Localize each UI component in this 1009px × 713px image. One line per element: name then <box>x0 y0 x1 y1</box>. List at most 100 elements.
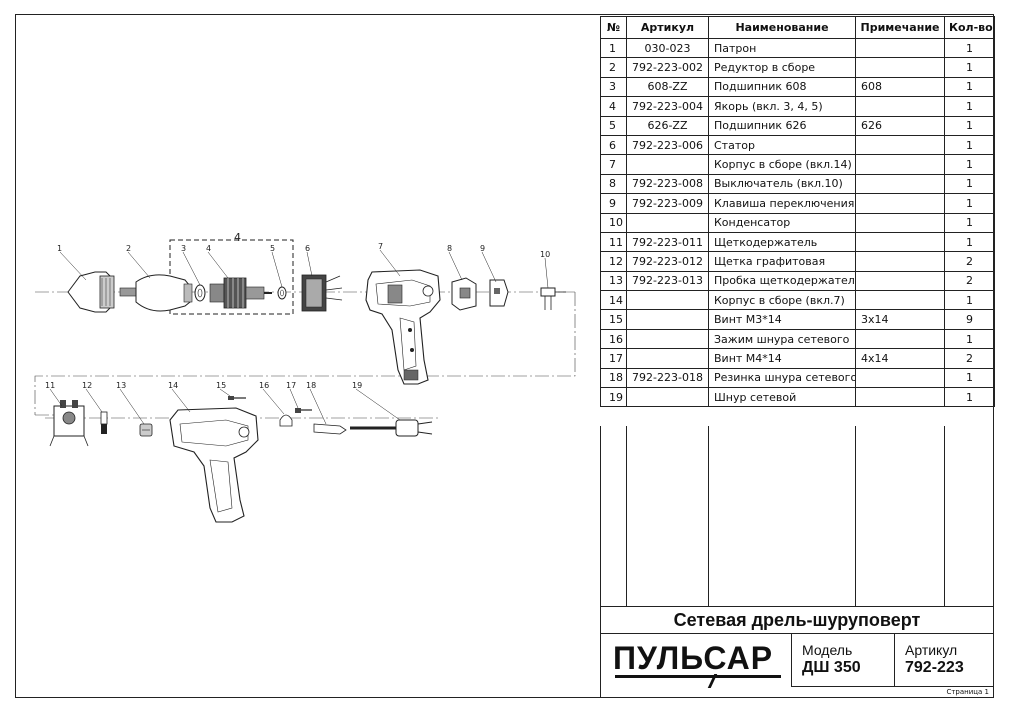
part-capacitor <box>540 287 566 310</box>
cell-num: 7 <box>600 154 627 175</box>
part-stator <box>301 274 343 312</box>
cell-num: 9 <box>600 193 627 214</box>
cell-name: Патрон <box>708 37 856 59</box>
callout-10: 10 <box>540 250 550 259</box>
callout-2: 2 <box>126 244 131 253</box>
cell-article: 792-223-006 <box>626 134 709 156</box>
table-column-divider <box>855 426 856 606</box>
cell-note: 608 <box>855 76 945 98</box>
cell-note <box>855 270 945 292</box>
cell-note <box>855 290 945 311</box>
cell-qty: 1 <box>944 76 995 98</box>
brand-logo: ПУЛЬСАР <box>613 640 774 676</box>
cell-qty: 1 <box>944 328 995 350</box>
cell-num: 4 <box>600 96 627 117</box>
cell-note <box>855 367 945 389</box>
document-title: Сетевая дрель-шуруповерт <box>600 606 994 634</box>
cell-qty: 2 <box>944 251 995 272</box>
header-qty: Кол-во <box>944 16 995 39</box>
cell-article: 792-223-013 <box>626 270 709 292</box>
callout-5: 5 <box>270 244 275 253</box>
cell-qty: 1 <box>944 57 995 78</box>
cell-name: Подшипник 608 <box>708 76 856 98</box>
part-switch <box>451 277 477 311</box>
callout-15: 15 <box>216 381 226 390</box>
cell-qty: 1 <box>944 115 995 136</box>
cell-article: 626-ZZ <box>626 115 709 136</box>
cell-qty: 1 <box>944 290 995 311</box>
callout-7: 7 <box>378 242 383 251</box>
cell-num: 15 <box>600 309 627 330</box>
cell-num: 8 <box>600 173 627 195</box>
cell-article: 792-223-004 <box>626 96 709 117</box>
part-shaft <box>119 287 137 297</box>
callout-8: 8 <box>447 244 452 253</box>
cell-article <box>626 348 709 369</box>
cell-num: 11 <box>600 231 627 253</box>
cell-name: Щетка графитовая <box>708 251 856 272</box>
callout-17: 17 <box>286 381 296 390</box>
header-num: № <box>600 16 627 39</box>
cell-article <box>626 154 709 175</box>
cell-note <box>855 37 945 59</box>
cell-name: Корпус в сборе (вкл.7) <box>708 290 856 311</box>
cell-name: Выключатель (вкл.10) <box>708 173 856 195</box>
part-power-cord <box>350 419 433 437</box>
cell-num: 2 <box>600 57 627 78</box>
cell-qty: 1 <box>944 173 995 195</box>
cell-num: 17 <box>600 348 627 369</box>
connection-path <box>34 292 576 416</box>
cell-name: Статор <box>708 134 856 156</box>
cell-note <box>855 134 945 156</box>
cell-note: 3х14 <box>855 309 945 330</box>
callout-18: 18 <box>306 381 316 390</box>
callout-19: 19 <box>352 381 362 390</box>
part-brush-holder <box>49 400 89 447</box>
cell-note <box>855 57 945 78</box>
part-housing-left <box>169 407 259 523</box>
header-name: Наименование <box>708 16 856 39</box>
table-column-divider <box>944 426 945 606</box>
cell-qty: 9 <box>944 309 995 330</box>
cell-qty: 1 <box>944 231 995 253</box>
part-bearing-608 <box>194 284 206 302</box>
cell-qty: 1 <box>944 96 995 117</box>
callout-16: 16 <box>259 381 269 390</box>
cell-num: 18 <box>600 367 627 389</box>
table-header-row: № Артикул Наименование Примечание Кол-во <box>600 16 995 39</box>
cell-num: 14 <box>600 290 627 311</box>
cell-qty: 1 <box>944 134 995 156</box>
callout-6: 6 <box>305 244 310 253</box>
cell-num: 19 <box>600 387 627 408</box>
cell-name: Пробка щеткодержателя <box>708 270 856 292</box>
part-bearing-626 <box>277 286 287 300</box>
cell-note <box>855 231 945 253</box>
cell-num: 13 <box>600 270 627 292</box>
cell-num: 5 <box>600 115 627 136</box>
cell-article <box>626 328 709 350</box>
cell-qty: 1 <box>944 154 995 175</box>
cell-note <box>855 212 945 233</box>
cell-qty: 2 <box>944 348 995 369</box>
callout-11: 11 <box>45 381 55 390</box>
cell-article: 792-223-009 <box>626 193 709 214</box>
table-column-divider <box>626 426 627 606</box>
part-switch-key <box>489 279 509 307</box>
part-brush-cap <box>139 423 153 437</box>
cell-name: Щеткодержатель <box>708 231 856 253</box>
part-armature <box>209 277 272 309</box>
cell-name: Якорь (вкл. 3, 4, 5) <box>708 96 856 117</box>
cell-name: Шнур сетевой <box>708 387 856 408</box>
cell-note <box>855 173 945 195</box>
